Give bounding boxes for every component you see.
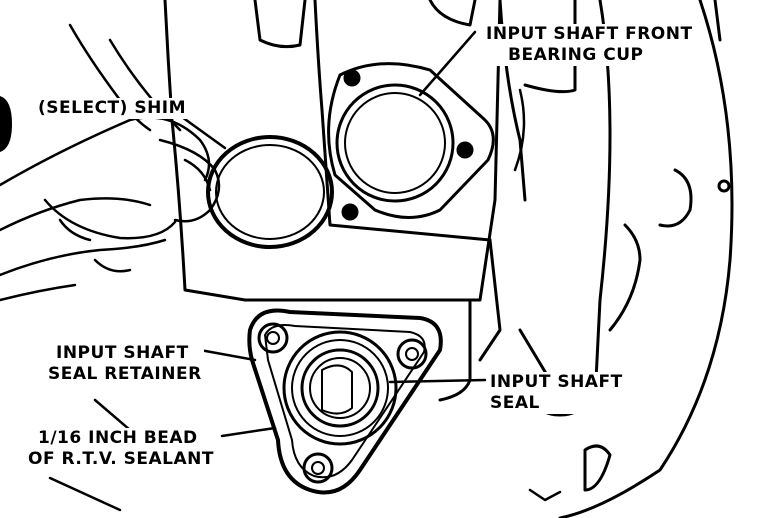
- label-shim: (SELECT) SHIM: [36, 98, 189, 119]
- edge-tab: [0, 96, 12, 152]
- hand-drawing: [0, 23, 221, 302]
- label-rtv-bead-line1: 1/16 INCH BEAD: [38, 428, 198, 448]
- label-seal-retainer: INPUT SHAFT SEAL RETAINER: [46, 343, 204, 385]
- label-rtv-bead-line2: OF R.T.V. SEALANT: [28, 449, 214, 469]
- label-input-shaft-seal: INPUT SHAFT SEAL: [488, 372, 625, 414]
- shim-ring: [206, 135, 334, 249]
- label-rtv-bead: 1/16 INCH BEAD OF R.T.V. SEALANT: [26, 428, 216, 470]
- label-front-bearing-cup-line1: INPUT SHAFT FRONT: [486, 24, 693, 44]
- label-input-shaft-seal-line2: SEAL: [490, 393, 540, 413]
- bearing-cup: [327, 62, 495, 221]
- label-seal-retainer-line2: SEAL RETAINER: [48, 364, 202, 384]
- seal-retainer: [247, 308, 443, 495]
- label-seal-retainer-line1: INPUT SHAFT: [56, 343, 189, 363]
- label-input-shaft-seal-line1: INPUT SHAFT: [490, 372, 623, 392]
- case-outline: [163, 0, 734, 518]
- label-front-bearing-cup: INPUT SHAFT FRONT BEARING CUP: [484, 24, 695, 66]
- label-front-bearing-cup-line2: BEARING CUP: [508, 45, 644, 65]
